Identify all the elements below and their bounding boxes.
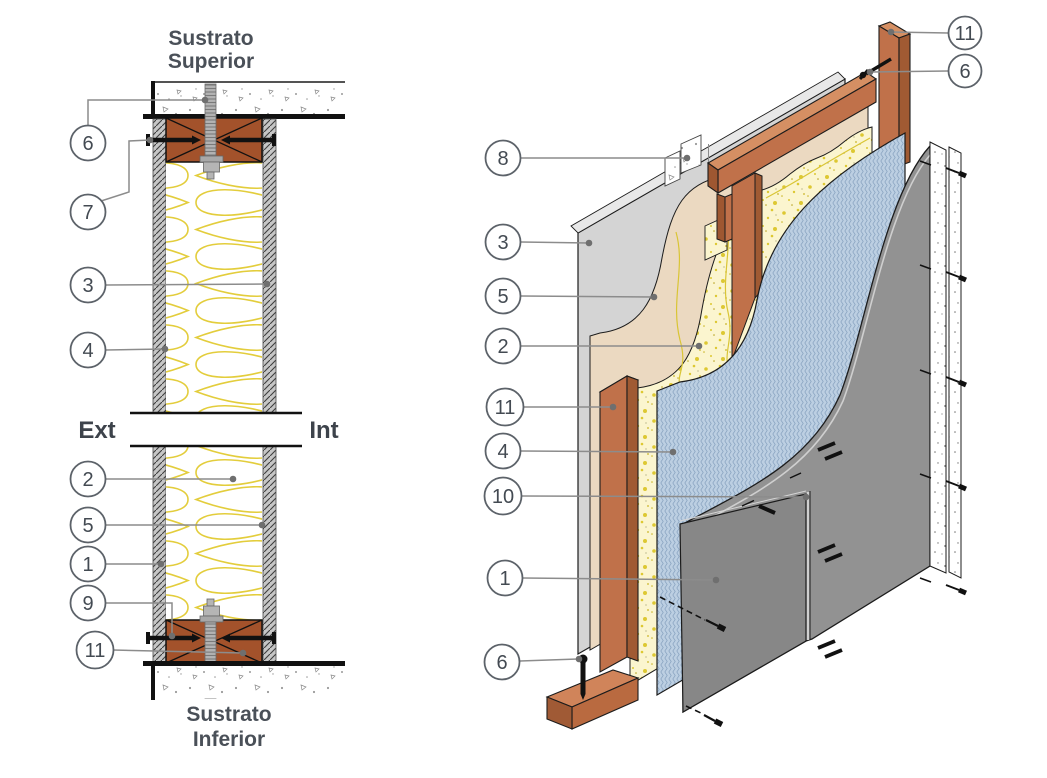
screw-pair-3 xyxy=(817,639,843,659)
svg-text:5: 5 xyxy=(82,515,93,537)
leader-5 xyxy=(520,295,655,298)
insulation-pattern-lower xyxy=(166,446,262,620)
leader-6-bottom xyxy=(519,658,579,662)
iso-sill-plate xyxy=(545,669,640,730)
bottom-slab-left-edge xyxy=(151,664,155,700)
bottom-slab-concrete xyxy=(153,666,345,698)
callout-8: 8 xyxy=(484,139,522,177)
svg-text:6: 6 xyxy=(82,133,93,155)
left-band-upper xyxy=(152,118,167,414)
leader-6-top xyxy=(869,70,949,73)
callout-3: 3 xyxy=(484,223,522,261)
section-view: Sustrato Superior Sustrato Inferior Ext … xyxy=(69,27,345,751)
leader-11-top xyxy=(890,31,949,34)
iso-panel-fasteners xyxy=(659,441,843,727)
svg-text:11: 11 xyxy=(955,23,976,45)
iso-leader-dots xyxy=(575,28,895,663)
leader-1 xyxy=(522,577,717,581)
label-ext: Ext xyxy=(78,417,115,444)
svg-text:1: 1 xyxy=(499,568,510,590)
callout-7: 7 xyxy=(69,193,107,231)
screw-pair-1 xyxy=(817,441,843,461)
top-slab-bottom-line xyxy=(143,114,345,119)
leader-3 xyxy=(520,241,590,244)
svg-text:1: 1 xyxy=(82,554,93,576)
bottom-slab-top-line xyxy=(143,661,345,666)
top-block-screws xyxy=(146,134,276,146)
svg-text:3: 3 xyxy=(82,275,93,297)
leader-7 xyxy=(97,139,151,203)
svg-text:8: 8 xyxy=(497,148,508,170)
section-leaders xyxy=(87,99,268,654)
screw-pair-2 xyxy=(817,543,843,563)
callout-2: 2 xyxy=(69,460,107,498)
leader-3 xyxy=(105,283,268,286)
svg-text:4: 4 xyxy=(82,340,93,362)
svg-text:7: 7 xyxy=(82,202,93,224)
callout-1: 1 xyxy=(486,559,524,597)
label-sustrato-inferior-2: Inferior xyxy=(193,728,265,751)
callout-3: 3 xyxy=(69,266,107,304)
callout-9: 9 xyxy=(69,584,107,622)
section-callouts: 6 7 3 4 2 5 1 9 11 xyxy=(69,124,115,670)
iso-middle-stud xyxy=(731,172,763,361)
leader-10 xyxy=(520,495,807,498)
iso-interior-boards xyxy=(929,141,962,579)
svg-text:10: 10 xyxy=(492,486,514,508)
iso-board-screws xyxy=(919,160,967,596)
svg-text:6: 6 xyxy=(959,61,970,83)
svg-text:6: 6 xyxy=(496,652,507,674)
label-sustrato-superior-1: Sustrato xyxy=(168,27,253,50)
label-sustrato-superior-2: Superior xyxy=(168,50,254,73)
iso-left-stud xyxy=(598,375,640,673)
leader-9 xyxy=(106,602,173,634)
section-leader-dots xyxy=(146,96,271,657)
right-band-upper xyxy=(262,118,277,414)
svg-text:11: 11 xyxy=(85,640,106,662)
callout-4: 4 xyxy=(69,331,107,369)
callout-2: 2 xyxy=(484,327,522,365)
leader-4 xyxy=(105,348,166,351)
svg-text:9: 9 xyxy=(82,593,93,615)
iso-dark-panel xyxy=(679,490,811,714)
iso-callouts: 8 3 5 2 11 4 10 1 6 11 6 xyxy=(483,15,983,681)
leader-4 xyxy=(520,450,674,453)
label-sustrato-inferior-1: Sustrato xyxy=(186,703,271,726)
svg-text:5: 5 xyxy=(497,286,508,308)
iso-joint-patch xyxy=(664,134,702,187)
svg-text:11: 11 xyxy=(495,397,516,419)
section-break xyxy=(128,411,304,448)
callout-6: 6 xyxy=(69,124,107,162)
callout-1: 1 xyxy=(69,545,107,583)
bottom-anchor-rod xyxy=(199,598,224,699)
svg-text:3: 3 xyxy=(497,232,508,254)
callout-11-top: 11 xyxy=(947,15,983,51)
leader-11 xyxy=(112,649,244,654)
insulation-section xyxy=(166,162,262,620)
bottom-substrate-slab xyxy=(143,661,345,700)
top-anchor-rod xyxy=(199,83,224,180)
callout-11: 11 xyxy=(75,630,115,670)
callout-5: 5 xyxy=(484,277,522,315)
iso-view: 8 3 5 2 11 4 10 1 6 11 6 xyxy=(483,15,983,730)
callout-4: 4 xyxy=(484,432,522,470)
top-slab-concrete xyxy=(153,82,345,115)
callout-11-left: 11 xyxy=(485,387,525,427)
callout-10: 10 xyxy=(483,476,523,516)
sheathing-bands xyxy=(152,118,277,664)
svg-text:4: 4 xyxy=(497,441,508,463)
right-band-lower xyxy=(262,445,277,664)
svg-text:2: 2 xyxy=(82,469,93,491)
leader-6 xyxy=(87,99,205,125)
iso-right-stud xyxy=(877,21,912,167)
insulation-pattern-upper xyxy=(166,162,262,413)
label-int: Int xyxy=(309,417,338,444)
iso-leaders xyxy=(519,31,949,662)
svg-text:2: 2 xyxy=(497,336,508,358)
callout-6-top: 6 xyxy=(947,53,983,89)
callout-5: 5 xyxy=(69,506,107,544)
callout-6-bottom: 6 xyxy=(483,643,521,681)
